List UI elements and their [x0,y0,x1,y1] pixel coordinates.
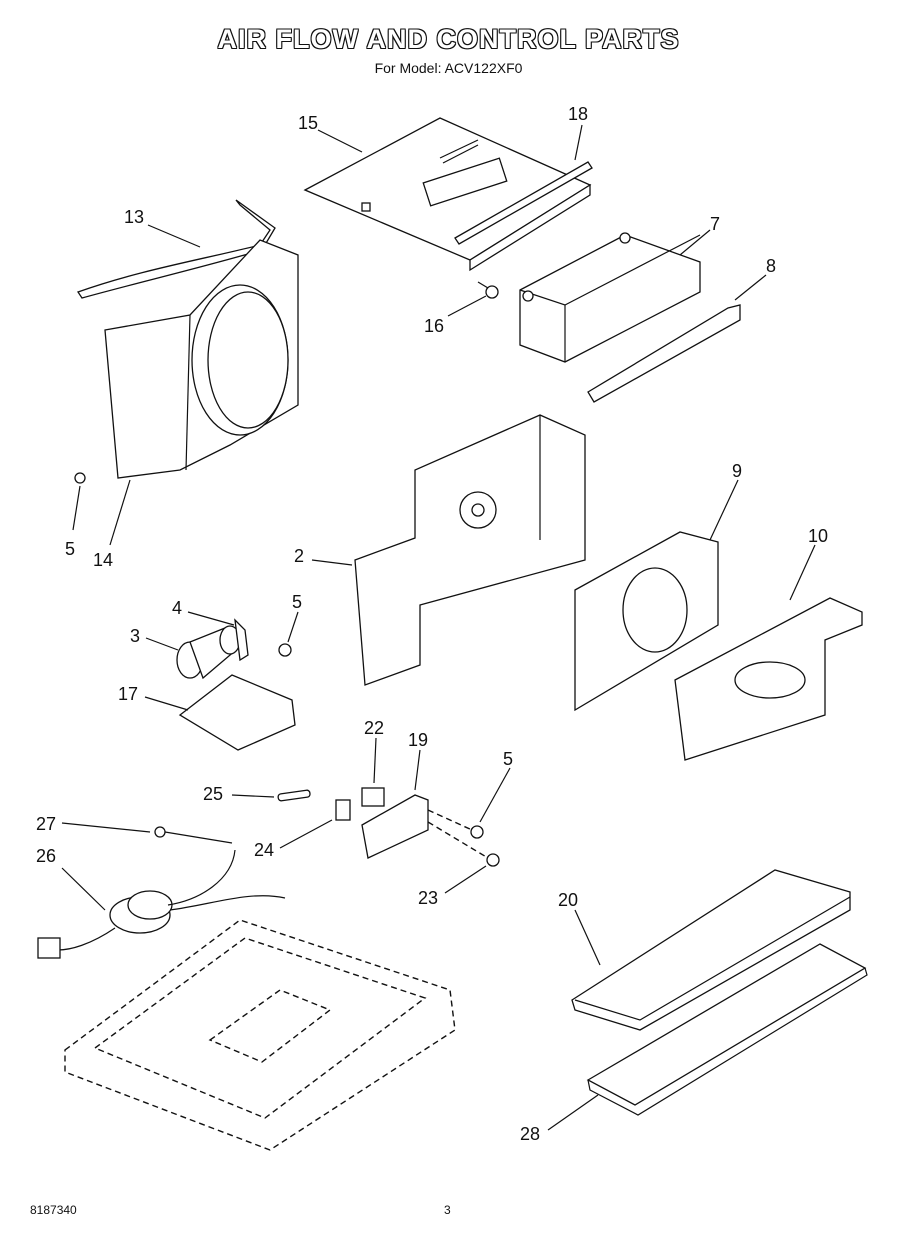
part-4-clamp[interactable] [234,618,249,662]
part-13-gasket[interactable] [76,199,276,299]
part-16-screw[interactable] [477,281,499,299]
callout-24: 24 [254,840,274,860]
part-19-control-plate[interactable] [361,794,429,859]
callout-5-b: 5 [292,592,302,612]
part-2-partition[interactable] [354,414,586,686]
part-9-orifice[interactable] [574,531,719,712]
callout-7: 7 [710,214,720,234]
callout-10: 10 [808,526,828,546]
part-15-cover-plate[interactable] [303,117,592,272]
leader-lines [61,124,816,1131]
model-subtitle: For Model: ACV122XF0 [374,60,523,76]
part-5-screw-c[interactable] [470,825,484,839]
callout-25: 25 [203,784,223,804]
callout-26: 26 [36,846,56,866]
callout-17: 17 [118,684,138,704]
callout-20: 20 [558,890,578,910]
callout-2: 2 [294,546,304,566]
callout-18: 18 [568,104,588,124]
callout-3: 3 [130,626,140,646]
callout-13: 13 [124,207,144,227]
callout-5-a: 5 [65,539,75,559]
callout-15: 15 [298,113,318,133]
callout-4: 4 [172,598,182,618]
part-8-strip[interactable] [587,304,741,403]
part-7-cover[interactable] [519,232,701,363]
part-25-tube[interactable] [277,789,311,802]
page-number: 3 [444,1203,451,1217]
part-18-seal-strip[interactable] [454,161,593,245]
part-27-screw[interactable] [154,826,233,844]
callout-27: 27 [36,814,56,834]
part-22-switch[interactable] [361,787,385,807]
callout-19: 19 [408,730,428,750]
callout-9: 9 [732,461,742,481]
part-17-bracket[interactable] [178,674,296,751]
part-23-screw[interactable] [486,853,500,867]
base-pan-outline [64,919,456,1151]
part-5-screw-b[interactable] [278,643,292,657]
part-26-power-cord[interactable] [37,849,286,959]
callout-8: 8 [766,256,776,276]
document-number: 8187340 [30,1203,77,1217]
part-14-fan-shroud[interactable] [104,239,299,479]
part-5-screw-a[interactable] [74,472,86,484]
part-3-capacitor[interactable] [176,625,241,680]
part-10-panel[interactable] [674,597,863,761]
callout-23: 23 [418,888,438,908]
part-24-thermostat[interactable] [335,799,351,821]
callout-16: 16 [424,316,444,336]
callout-22: 22 [364,718,384,738]
part-20-drain-pan[interactable] [571,869,851,1031]
callout-14: 14 [93,550,113,570]
page-title: AIR FLOW AND CONTROL PARTS [217,24,680,54]
callout-5-c: 5 [503,749,513,769]
callout-28: 28 [520,1124,540,1144]
part-28-filter[interactable] [586,943,868,1116]
